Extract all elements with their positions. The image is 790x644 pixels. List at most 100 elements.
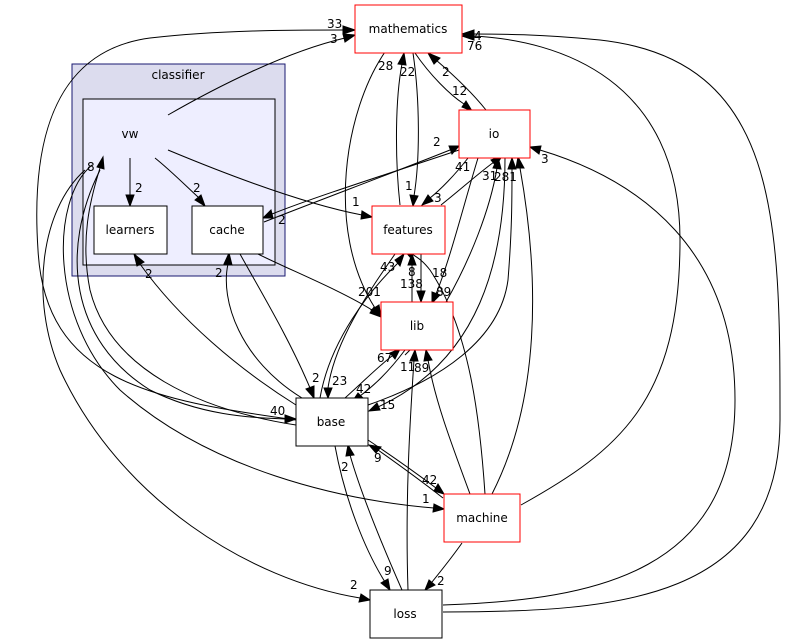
edge-machine-to-base: 9 <box>367 444 444 499</box>
edge-label-io-cache: 2 <box>278 213 286 227</box>
edge-base-to-io: 281 <box>367 156 517 406</box>
edge-mathematics-to-io: 12 <box>414 52 474 113</box>
edge-label-mathematics-io: 12 <box>452 84 467 98</box>
node-base-label: base <box>317 415 346 429</box>
edge-features-to-lib: 138 <box>400 254 426 304</box>
edge-base-to-mathematics: 33 <box>36 17 357 421</box>
edge-label-features-io: 3 <box>434 191 442 205</box>
edge-label-loss-base: 2 <box>341 460 349 474</box>
edge-loss-to-lib: 11 <box>400 348 419 591</box>
node-lib-label: lib <box>410 319 424 333</box>
edge-machine-to-lib: 89 <box>414 348 471 495</box>
cluster-classifier-title: classifier <box>152 68 205 82</box>
edge-vw-to-base: 40 <box>76 169 298 424</box>
edge-label-lib-base: 42 <box>356 382 371 396</box>
edge-label-vw-mathematics: 3 <box>330 32 338 46</box>
edge-vw-to-features: 1 <box>167 149 374 220</box>
edge-label-base-io: 281 <box>494 170 517 184</box>
node-features[interactable]: features <box>371 205 446 255</box>
edge-label-machine-mathematics-a: 4 <box>474 29 482 43</box>
edges: 3 33 4 76 28 22 <box>36 17 781 613</box>
node-cache-label: cache <box>209 223 245 237</box>
edge-loss-to-base: 2 <box>341 443 403 591</box>
node-learners[interactable]: learners <box>93 205 168 255</box>
edge-label-vw-features: 1 <box>352 195 360 209</box>
edge-label-lib-io: 31 <box>482 169 497 183</box>
edge-label-io-mathematics: 2 <box>442 65 450 79</box>
edge-vw-to-mathematics: 3 <box>167 32 357 116</box>
edge-io-to-lib: 89 <box>431 157 479 305</box>
edge-label-features-mathematics: 22 <box>400 65 415 79</box>
edge-io-to-features: 41 <box>420 157 470 206</box>
edge-cache-to-io: 2 <box>263 135 461 223</box>
node-mathematics-label: mathematics <box>369 22 448 36</box>
edge-vw-to-machine: 1 <box>62 164 446 513</box>
nodes: mathematics io vw learners cache feature… <box>93 4 531 639</box>
node-io[interactable]: io <box>458 109 531 159</box>
node-lib[interactable]: lib <box>380 301 454 351</box>
edge-machine-to-io-b <box>491 155 534 495</box>
node-features-label: features <box>383 223 433 237</box>
edge-cache-to-base: 2 <box>239 253 320 400</box>
edge-label-mathematics-lib: 28 <box>378 59 393 73</box>
edge-mathematics-to-features: 1 <box>405 52 419 208</box>
edge-io-to-cache: 2 <box>261 149 460 227</box>
edge-label-base-mathematics: 33 <box>327 17 342 31</box>
edge-lib-to-loss <box>404 349 411 356</box>
edge-base-to-learners: 2 <box>133 252 297 406</box>
edge-label-base-vw: 8 <box>87 160 95 174</box>
edge-label-machine-loss: 2 <box>437 574 445 588</box>
edge-lib-to-io: 31 <box>445 155 502 303</box>
edge-label-base-loss: 9 <box>384 564 392 578</box>
node-base[interactable]: base <box>295 397 369 447</box>
edge-label-features-base: 23 <box>332 374 347 388</box>
edge-label-features-lib: 138 <box>400 277 423 291</box>
edge-label-io-features: 41 <box>455 160 470 174</box>
edge-loss-to-io: 3 <box>442 145 736 606</box>
edge-features-to-mathematics: 22 <box>395 51 415 206</box>
node-machine-label: machine <box>456 511 508 525</box>
node-learners-label: learners <box>106 223 155 237</box>
edge-label-base-machine: 42 <box>422 473 437 487</box>
edge-label-loss-lib: 11 <box>400 360 415 374</box>
node-vw-label: vw <box>122 127 139 141</box>
node-loss[interactable]: loss <box>369 589 443 639</box>
edge-base-to-machine: 42 <box>367 439 446 495</box>
edge-base-to-vw: 8 <box>85 155 297 426</box>
edge-label-mathematics-features: 1 <box>405 179 413 193</box>
edge-label-base-cache: 2 <box>215 266 223 280</box>
edge-label-vw-cache: 2 <box>193 181 201 195</box>
edge-label-vw-loss: 2 <box>350 578 358 592</box>
node-vw[interactable]: vw <box>122 127 139 141</box>
edge-label-base-learners: 2 <box>145 267 153 281</box>
node-mathematics[interactable]: mathematics <box>354 4 463 54</box>
edge-base-to-lib: 67 <box>344 348 402 399</box>
edge-label-loss-io: 3 <box>541 152 549 166</box>
edge-machine-to-loss: 2 <box>424 542 463 592</box>
edge-mathematics-to-lib: 28 <box>344 51 393 319</box>
edge-label-machine-io: 18 <box>432 266 447 280</box>
edge-label-vw-learners: 2 <box>135 181 143 195</box>
edge-label-loss-mathematics: 76 <box>467 39 482 53</box>
edge-label-machine-lib: 89 <box>414 361 429 375</box>
edge-loss-to-mathematics: 76 <box>442 29 781 613</box>
edge-label-vw-base: 40 <box>270 404 285 418</box>
edge-label-machine-base: 9 <box>374 451 382 465</box>
node-loss-label: loss <box>393 607 416 621</box>
edge-lib-to-features: 8 <box>407 252 417 302</box>
edge-label-cache-base: 2 <box>312 371 320 385</box>
edge-label-cache-io: 2 <box>433 135 441 149</box>
edge-label-io-base: 15 <box>380 398 395 412</box>
edge-label-vw-machine: 1 <box>422 492 430 506</box>
edge-machine-to-mathematics: 4 <box>460 29 681 506</box>
edge-base-to-cache: 2 <box>215 251 303 399</box>
node-machine[interactable]: machine <box>443 493 521 543</box>
edge-label-lib-features: 8 <box>408 265 416 279</box>
edge-io-to-mathematics: 2 <box>426 51 487 111</box>
edge-base-to-loss: 9 <box>334 445 392 592</box>
edge-label-base-lib: 67 <box>377 351 392 365</box>
edge-vw-to-cache: 2 <box>154 157 206 208</box>
node-cache[interactable]: cache <box>191 205 264 255</box>
edge-features-to-base: 23 <box>323 253 396 400</box>
